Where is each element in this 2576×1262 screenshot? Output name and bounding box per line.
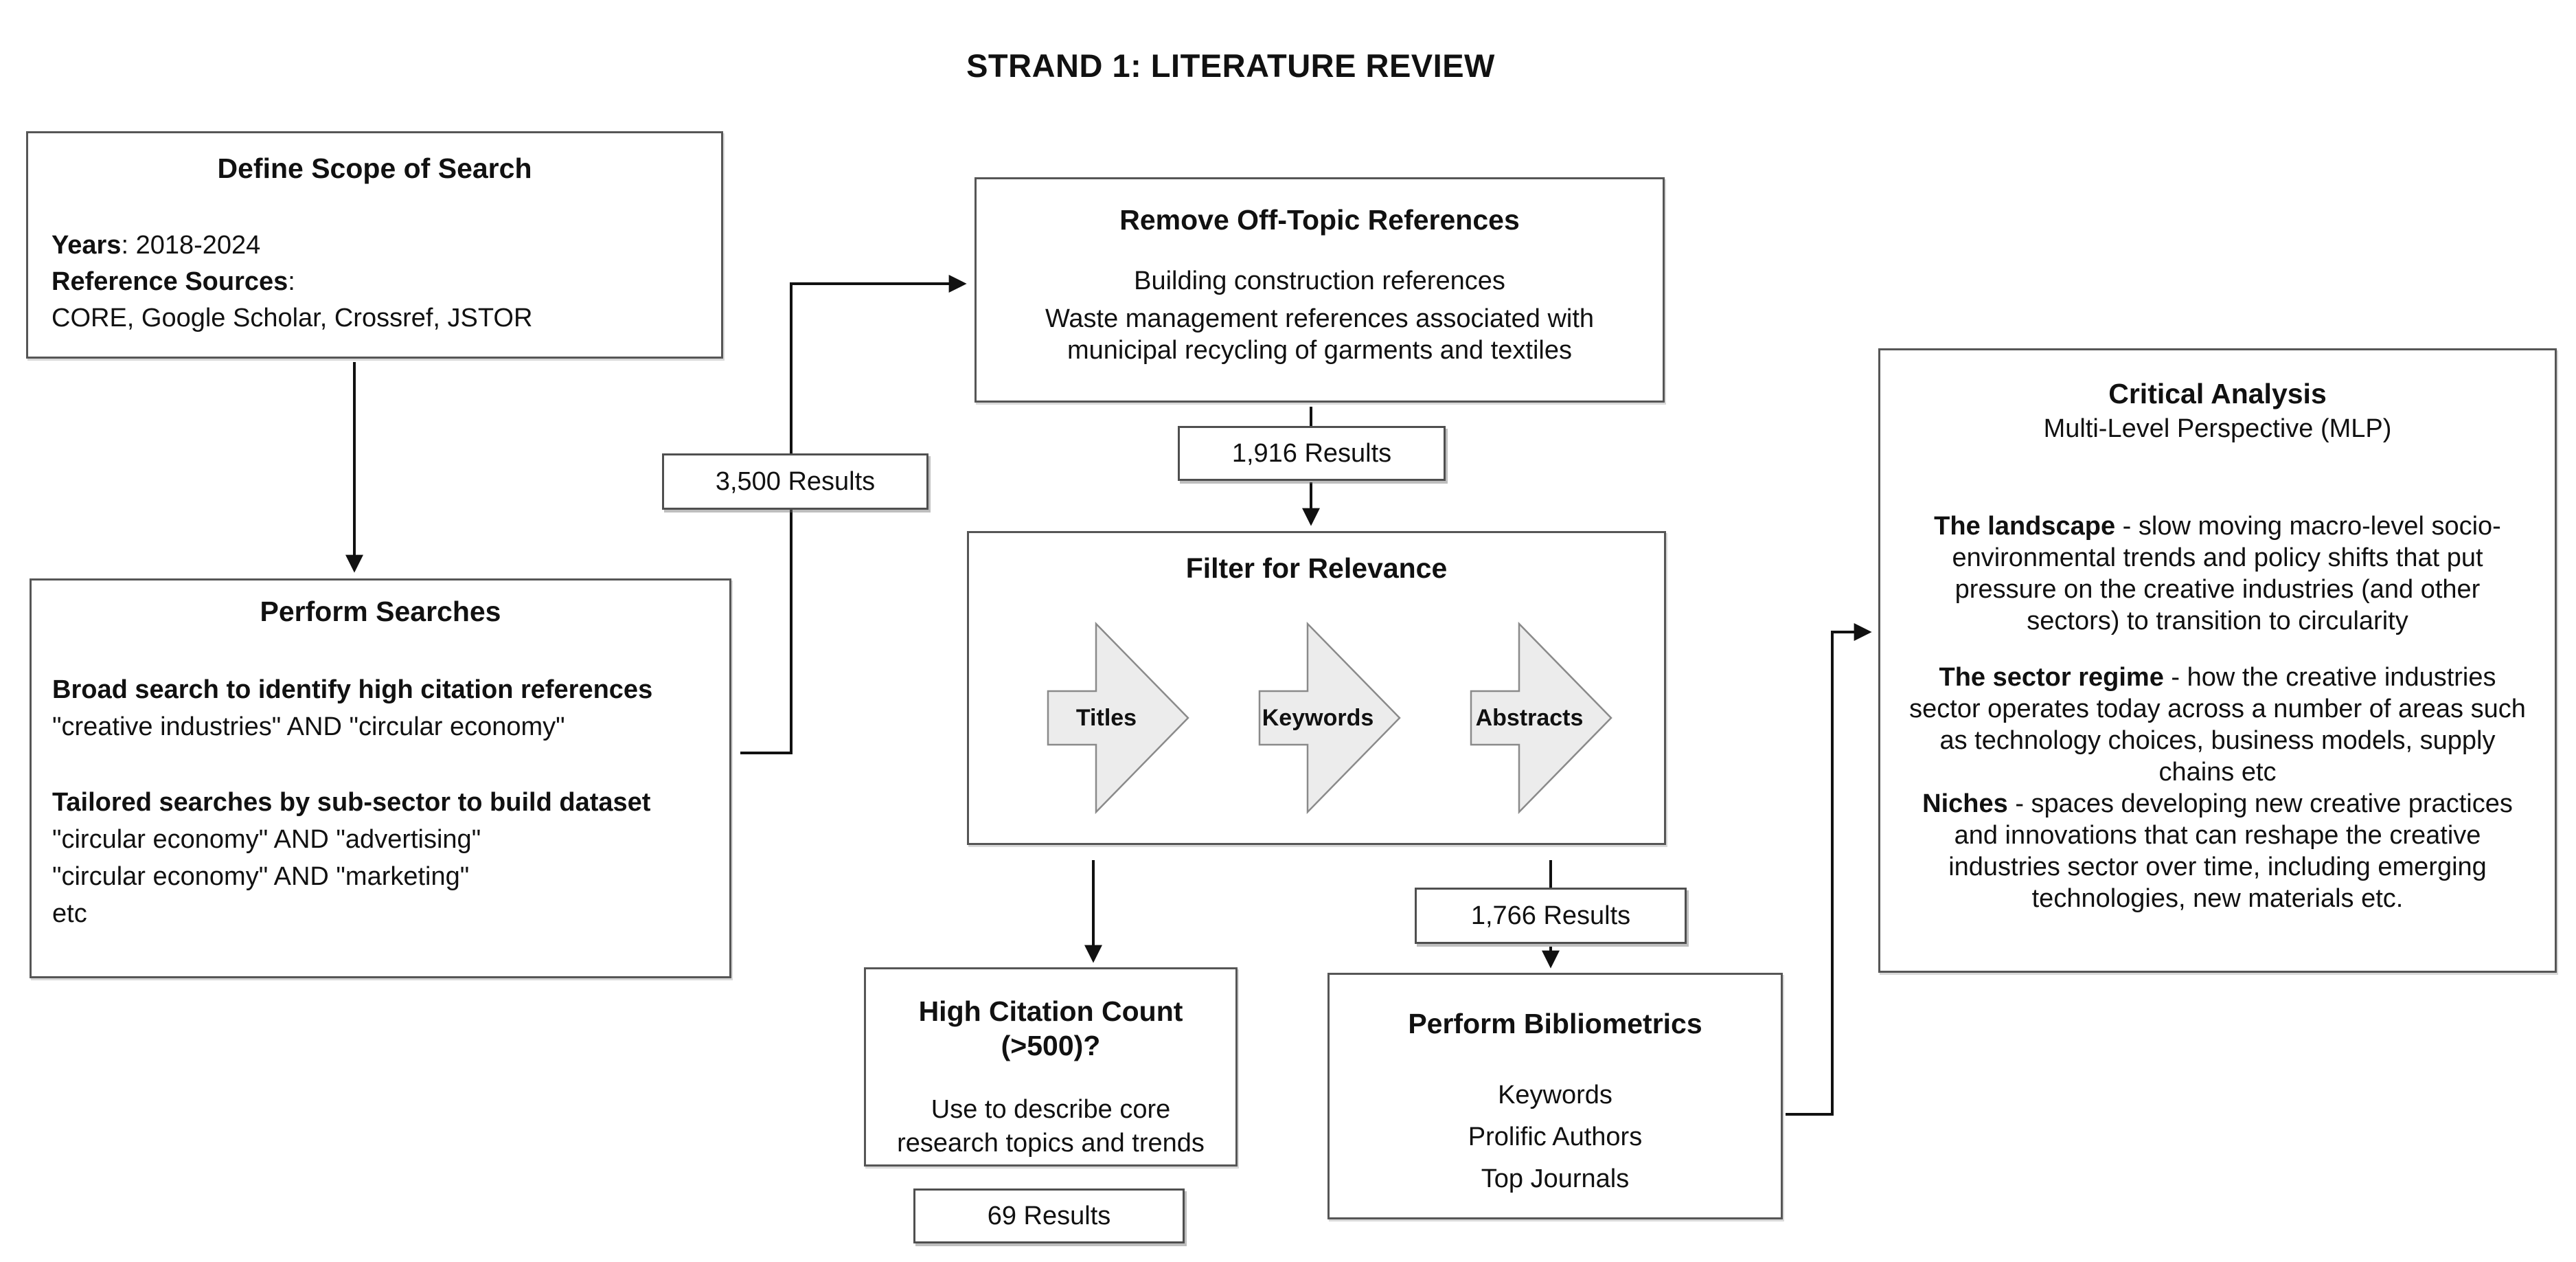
- result-box-1766: 1,766 Results: [1415, 888, 1687, 944]
- tailored-search-heading: Tailored searches by sub-sector to build…: [52, 787, 651, 817]
- critical-analysis-sections: The landscape - slow moving macro-level …: [1908, 511, 2527, 915]
- mlp-sector-regime-paragraph: The sector regime - how the creative ind…: [1909, 662, 2526, 787]
- result-label-69: 69 Results: [987, 1201, 1111, 1230]
- tailored-query-etc: etc: [52, 899, 87, 928]
- abstracts-arrow-label: Abstracts: [1475, 704, 1584, 731]
- box-high-citation: High Citation Count (>500)? Use to descr…: [864, 967, 1238, 1167]
- bibliometrics-line-journals: Top Journals: [1481, 1164, 1630, 1193]
- titles-block-arrow: Titles: [1046, 621, 1190, 815]
- high-citation-title: High Citation Count (>500)?: [866, 994, 1235, 1063]
- result-label-3500: 3,500 Results: [715, 466, 876, 496]
- years-line: Years: 2018-2024: [52, 231, 261, 260]
- box-perform-bibliometrics: Perform Bibliometrics Keywords Prolific …: [1327, 973, 1783, 1219]
- filter-relevance-title: Filter for Relevance: [1185, 552, 1448, 584]
- keywords-block-arrow: Keywords: [1257, 621, 1402, 815]
- high-citation-title-line1: High Citation Count: [918, 995, 1183, 1027]
- titles-arrow-label: Titles: [1075, 704, 1137, 731]
- sources-list-line: CORE, Google Scholar, Crossref, JSTOR: [52, 304, 533, 333]
- result-label-1766: 1,766 Results: [1470, 901, 1631, 930]
- perform-searches-title: Perform Searches: [260, 596, 501, 627]
- reference-sources-line: Reference Sources:: [52, 267, 295, 297]
- mlp-landscape-paragraph: The landscape - slow moving macro-level …: [1934, 512, 2501, 635]
- connector-bibliometrics-to-critical: [1786, 623, 1872, 1116]
- high-citation-body: Use to describe core research topics and…: [897, 1095, 1205, 1158]
- perform-bibliometrics-title: Perform Bibliometrics: [1408, 1008, 1702, 1039]
- box-filter-relevance: Filter for Relevance Titles Keywords Abs…: [967, 531, 1666, 845]
- perform-searches-body: Broad search to identify high citation r…: [52, 672, 713, 933]
- bibliometrics-line-keywords: Keywords: [1498, 1081, 1612, 1109]
- box-critical-analysis: Critical Analysis Multi-Level Perspectiv…: [1878, 348, 2557, 973]
- broad-search-query: "creative industries" AND "circular econ…: [52, 712, 565, 741]
- bibliometrics-line-authors: Prolific Authors: [1468, 1122, 1643, 1151]
- abstracts-block-arrow: Abstracts: [1469, 621, 1613, 815]
- remove-offtopic-line1: Building construction references: [1134, 267, 1505, 295]
- right-arrow-icon: [1470, 621, 1612, 815]
- result-box-1916: 1,916 Results: [1178, 426, 1446, 481]
- remove-offtopic-line2: Waste management references associated w…: [1045, 304, 1595, 365]
- define-scope-body: Years: 2018-2024 Reference Sources: CORE…: [52, 227, 702, 337]
- box-define-scope: Define Scope of Search Years: 2018-2024 …: [26, 131, 723, 359]
- result-label-1916: 1,916 Results: [1231, 438, 1392, 468]
- page-title: STRAND 1: LITERATURE REVIEW: [966, 47, 1495, 84]
- box-remove-offtopic: Remove Off-Topic References Building con…: [974, 177, 1665, 403]
- tailored-query-marketing: "circular economy" AND "marketing": [52, 861, 470, 891]
- keywords-arrow-label: Keywords: [1262, 704, 1374, 731]
- tailored-query-advertising: "circular economy" AND "advertising": [52, 824, 481, 854]
- high-citation-title-line2: (>500)?: [1001, 1030, 1101, 1062]
- right-arrow-icon: [1258, 621, 1401, 815]
- perform-bibliometrics-body: Keywords Prolific Authors Top Journals: [1330, 1074, 1781, 1199]
- remove-offtopic-title: Remove Off-Topic References: [1119, 204, 1520, 236]
- box-perform-searches: Perform Searches Broad search to identif…: [30, 578, 731, 978]
- right-arrow-icon: [1047, 621, 1189, 815]
- result-box-3500: 3,500 Results: [662, 453, 928, 510]
- connector-perform-to-remove: [740, 275, 967, 754]
- broad-search-heading: Broad search to identify high citation r…: [52, 675, 653, 704]
- define-scope-title: Define Scope of Search: [217, 153, 532, 184]
- critical-analysis-subtitle: Multi-Level Perspective (MLP): [2043, 414, 2392, 443]
- result-box-69: 69 Results: [913, 1188, 1185, 1243]
- mlp-niches-paragraph: Niches - spaces developing new creative …: [1922, 789, 2513, 913]
- critical-analysis-title: Critical Analysis: [2108, 378, 2327, 409]
